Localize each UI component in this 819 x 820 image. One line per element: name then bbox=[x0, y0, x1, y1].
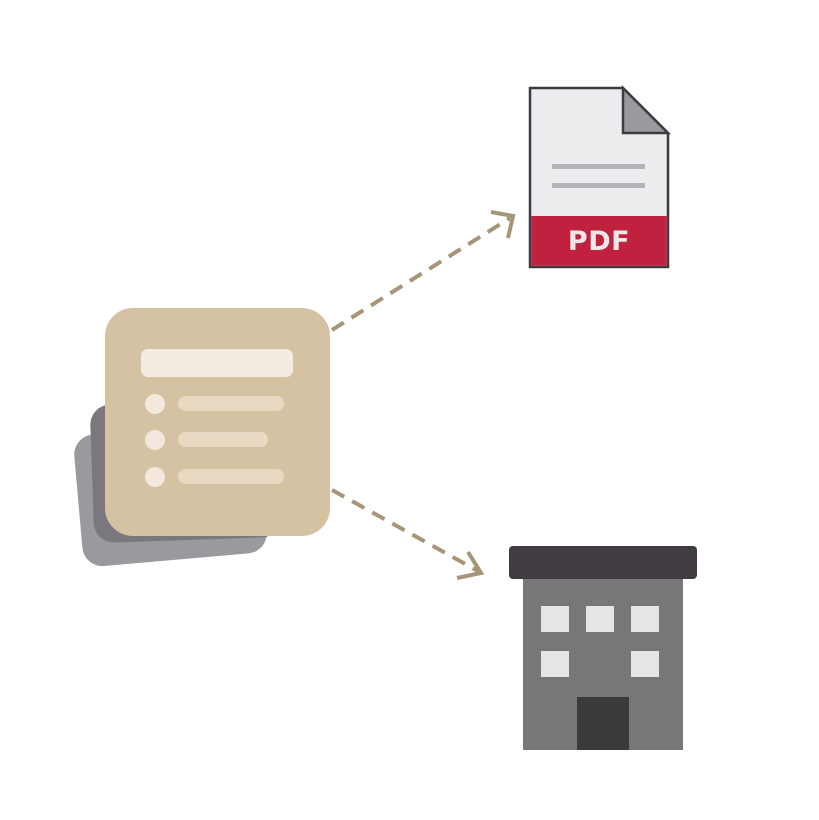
building-window bbox=[631, 606, 659, 632]
pdf-text-line-2 bbox=[552, 183, 645, 188]
checklist-document-icon bbox=[74, 308, 330, 567]
building-window bbox=[541, 651, 569, 677]
arrow-to-building bbox=[331, 488, 485, 580]
pdf-file-icon: PDF bbox=[528, 84, 672, 269]
office-building-icon bbox=[509, 546, 697, 750]
pdf-text-line-1 bbox=[552, 164, 645, 169]
line-3 bbox=[178, 469, 284, 484]
bullet-2 bbox=[145, 430, 165, 450]
pdf-fold bbox=[621, 84, 672, 135]
arrow-to-building-head bbox=[456, 550, 485, 580]
building-door bbox=[577, 697, 629, 750]
building-window bbox=[541, 606, 569, 632]
building-roof bbox=[509, 546, 697, 579]
front-card bbox=[105, 308, 330, 536]
arrow-to-pdf-head bbox=[490, 210, 516, 239]
building-window bbox=[586, 606, 614, 632]
pdf-band bbox=[531, 216, 667, 266]
arrow-to-building-shaft bbox=[331, 488, 479, 573]
bullet-1 bbox=[145, 394, 165, 414]
bullet-3 bbox=[145, 467, 165, 487]
line-1 bbox=[178, 396, 284, 411]
line-2 bbox=[178, 432, 268, 447]
arrow-to-pdf-shaft bbox=[330, 216, 512, 332]
card-title-bar bbox=[141, 349, 293, 377]
arrow-to-pdf bbox=[330, 210, 516, 332]
pdf-label: PDF bbox=[568, 226, 630, 257]
building-window bbox=[631, 651, 659, 677]
